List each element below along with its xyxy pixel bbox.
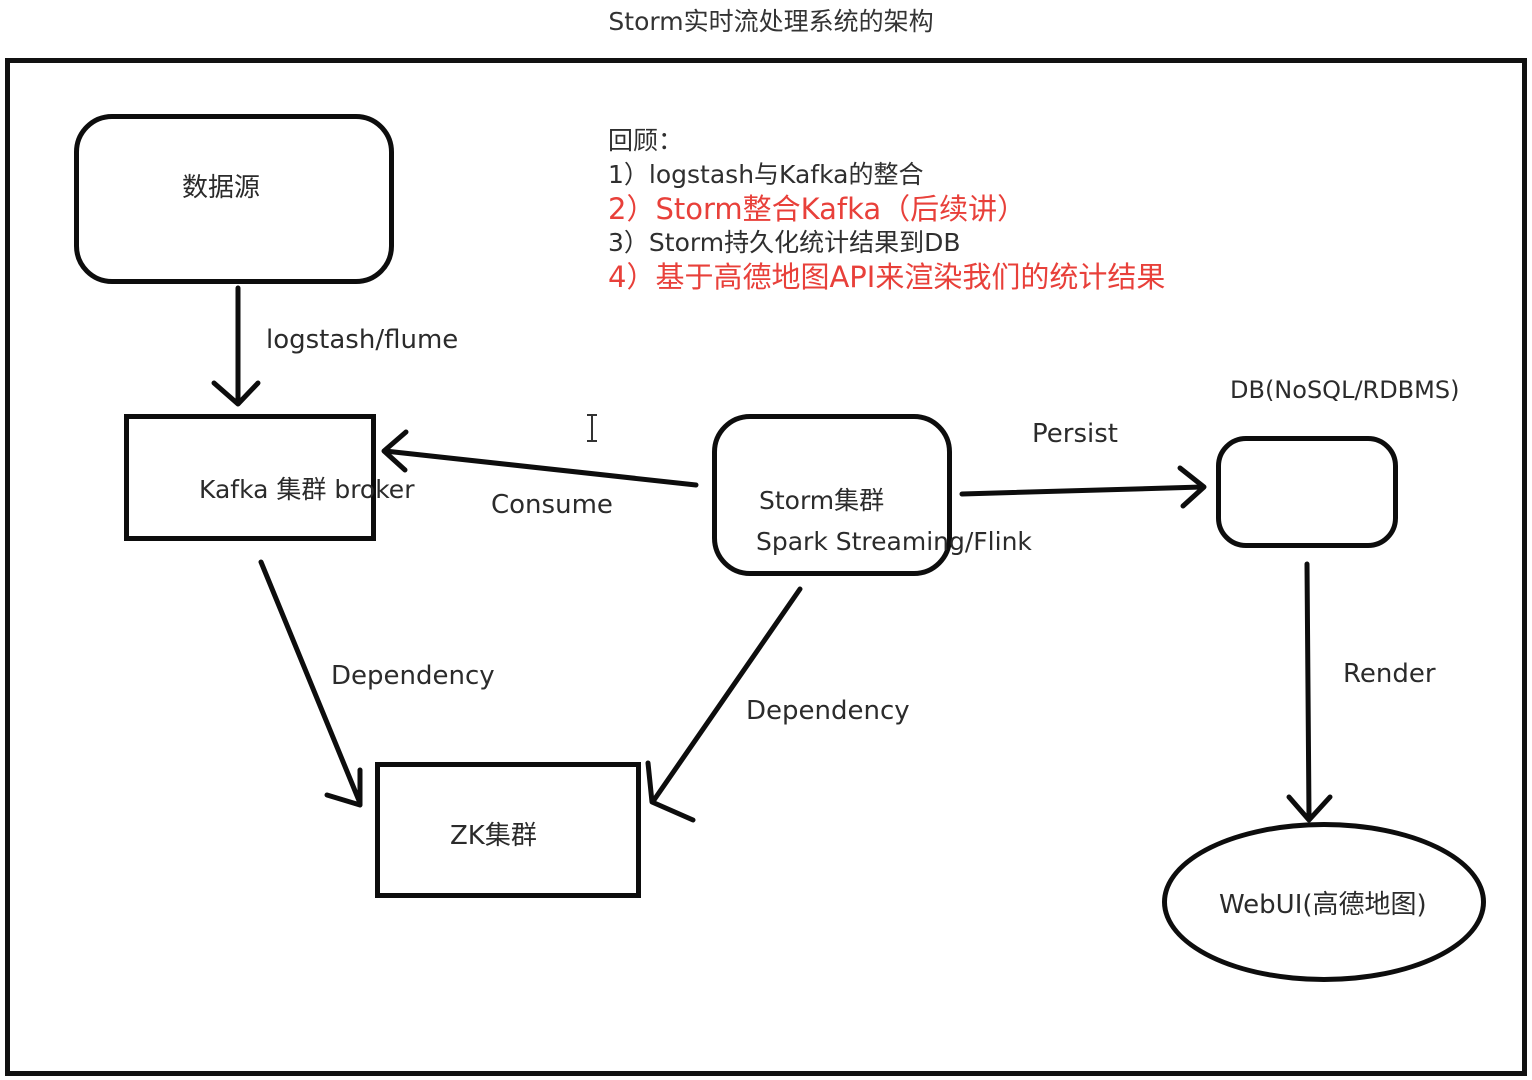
storm-node: [712, 414, 952, 576]
storm-zk-dependency-arrow: [645, 586, 803, 823]
consume-edge-label: Consume: [491, 490, 613, 520]
db-label: DB(NoSQL/RDBMS): [1230, 376, 1460, 404]
consume-arrow: [381, 429, 699, 488]
diagram-frame: [5, 58, 1527, 1076]
zk-label: ZK集群: [450, 821, 537, 851]
recap-item-3: 3）Storm持久化统计结果到DB: [608, 228, 961, 257]
recap-heading: 回顾：: [608, 126, 684, 155]
dependency-right-label: Dependency: [746, 696, 910, 726]
logstash-edge-label: logstash/flume: [266, 325, 459, 355]
text-cursor-icon: [587, 414, 597, 442]
diagram-title: Storm实时流处理系统的架构: [608, 7, 934, 36]
logstash-arrow: [211, 285, 261, 407]
dependency-left-label: Dependency: [331, 661, 495, 691]
storm-label: Storm集群: [759, 486, 885, 515]
render-edge-label: Render: [1343, 659, 1436, 689]
datasource-label: 数据源: [182, 173, 261, 203]
render-arrow: [1286, 561, 1333, 823]
persist-arrow: [959, 465, 1207, 509]
recap-notes: 回顾： 1）logstash与Kafka的整合 2）Storm整合Kafka（后…: [608, 124, 1165, 294]
kafka-label: Kafka 集群 broker: [199, 475, 415, 504]
persist-edge-label: Persist: [1032, 419, 1118, 449]
webui-label: WebUI(高德地图): [1219, 890, 1427, 920]
kafka-node: [124, 414, 376, 541]
recap-item-1: 1）logstash与Kafka的整合: [608, 160, 924, 189]
db-node: [1216, 436, 1398, 548]
zk-node: [375, 762, 641, 898]
recap-item-2: 2）Storm整合Kafka（后续讲）: [608, 192, 1027, 226]
spark-flink-label: Spark Streaming/Flink: [756, 527, 1032, 556]
webui-node: [1162, 822, 1486, 982]
datasource-node: [74, 114, 394, 284]
kafka-zk-dependency-arrow: [258, 559, 363, 808]
recap-item-4: 4）基于高德地图API来渲染我们的统计结果: [608, 260, 1166, 294]
